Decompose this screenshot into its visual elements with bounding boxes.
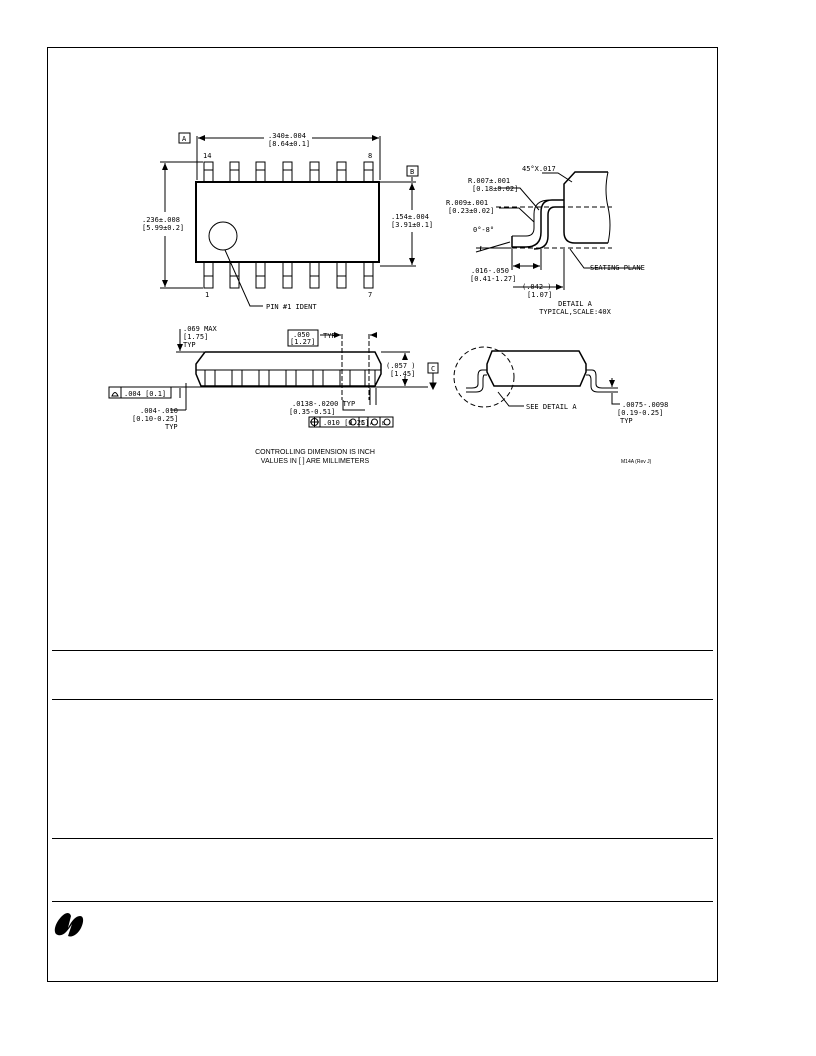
- ref-mm-label: [1.07]: [527, 291, 552, 299]
- fcf-tolerance-label: .010 [0.25]: [323, 419, 369, 427]
- chamfer-label: 45°X.017: [522, 165, 556, 173]
- detail-a-view: [475, 171, 641, 290]
- body-height-mm-label: [1.45]: [390, 370, 415, 378]
- package-body-side: [195, 351, 382, 387]
- r1-mm-label: [0.18±0.02]: [472, 185, 518, 193]
- datum-c-label: C: [431, 365, 435, 373]
- lead-width-mm-label: [0.35-0.51]: [289, 408, 335, 416]
- fcf-datum-b-label: B: [382, 421, 385, 427]
- r1-in-label: R.007±.001: [468, 177, 510, 185]
- pin1-ident-label: PIN #1 IDENT: [266, 303, 317, 311]
- end-view: [453, 346, 620, 408]
- coplanarity-label: .004 [0.1]: [124, 390, 166, 398]
- body-width-mm-label: [3.91±0.1]: [391, 221, 433, 229]
- side-view-labels: .069 MAX [1.75] TYP .050 [1.27] TYP (.05…: [124, 325, 435, 431]
- lead-width-in-label: .0138-.0200 TYP: [292, 400, 355, 408]
- fcf-datum-c-label: C: [361, 419, 365, 427]
- top-leads: [203, 161, 374, 183]
- see-detail-a-label: SEE DETAIL A: [526, 403, 577, 411]
- width-in-label: .236±.008: [142, 216, 180, 224]
- datum-a-label: A: [182, 135, 187, 143]
- fcf-datum-a-label: A: [370, 421, 373, 427]
- pin-14-label: 14: [203, 152, 211, 160]
- divider-1: [52, 650, 713, 651]
- top-view-labels: A .340±.004 [8.64±0.1] .236±.008 [5.99±0…: [142, 132, 433, 311]
- thickness-in-label: .0075-.0098: [622, 401, 668, 409]
- seating-plane-label: SEATING PLANE: [590, 264, 645, 272]
- pin-8-label: 8: [368, 152, 372, 160]
- pin1-ident-mark: [208, 221, 238, 251]
- angle-label: 0°-8°: [473, 226, 494, 234]
- standoff-typ-label: TYP: [165, 423, 178, 431]
- side-view: [108, 329, 439, 428]
- r2-in-label: R.009±.001: [446, 199, 488, 207]
- page-frame: [47, 47, 718, 982]
- end-view-labels: SEE DETAIL A .0075-.0098 [0.19-0.25] TYP: [526, 401, 668, 425]
- width-mm-label: [5.99±0.2]: [142, 224, 184, 232]
- bottom-leads: [203, 261, 374, 289]
- standoff-mm-label: [0.10-0.25]: [132, 415, 178, 423]
- pitch-in-label: .050: [293, 331, 310, 339]
- max-height-in-label: .069 MAX: [183, 325, 218, 333]
- foot-in-label: .016-.050: [471, 267, 509, 275]
- side-leads: [204, 369, 376, 388]
- datum-a-box: [178, 132, 191, 144]
- foot-mm-label: [0.41-1.27]: [470, 275, 516, 283]
- notes: CONTROLLING DIMENSION IS INCH VALUES IN …: [255, 449, 652, 465]
- body-height-in-label: (.057 ): [386, 362, 416, 370]
- max-height-mm-label: [1.75]: [183, 333, 208, 341]
- pitch-typ-label: TYP: [323, 332, 336, 340]
- pin-7-label: 7: [368, 291, 372, 299]
- top-view: [160, 132, 419, 307]
- controlling-dimension-note: CONTROLLING DIMENSION IS INCH: [255, 449, 375, 456]
- divider-3: [52, 838, 713, 839]
- pin-1-label: 1: [205, 291, 209, 299]
- max-height-typ-label: TYP: [183, 341, 196, 349]
- divider-2: [52, 699, 713, 700]
- thickness-mm-label: [0.19-0.25]: [617, 409, 663, 417]
- datum-b-label: B: [410, 168, 414, 176]
- r2-mm-label: [0.23±0.02]: [448, 207, 494, 215]
- detail-a-subtitle: TYPICAL,SCALE:40X: [539, 308, 611, 316]
- length-in-label: .340±.004: [268, 132, 306, 140]
- body-width-in-label: .154±.004: [391, 213, 429, 221]
- pitch-mm-label: [1.27]: [290, 338, 315, 346]
- datum-b-box: [406, 165, 419, 177]
- detail-a-title: DETAIL A: [558, 300, 593, 308]
- thickness-typ-label: TYP: [620, 417, 633, 425]
- millimeter-note: VALUES IN [ ] ARE MILLIMETERS: [261, 458, 370, 465]
- company-logo-icon: [54, 913, 84, 937]
- standoff-in-label: .004-.010: [140, 407, 178, 415]
- drawing-id: M14A (Rev J): [621, 459, 652, 465]
- length-mm-label: [8.64±0.1]: [268, 140, 310, 148]
- detail-a-labels: 45°X.017 R.007±.001 [0.18±0.02] R.009±.0…: [446, 165, 645, 316]
- divider-4: [52, 901, 713, 902]
- ref-in-label: (.042 ): [522, 283, 552, 291]
